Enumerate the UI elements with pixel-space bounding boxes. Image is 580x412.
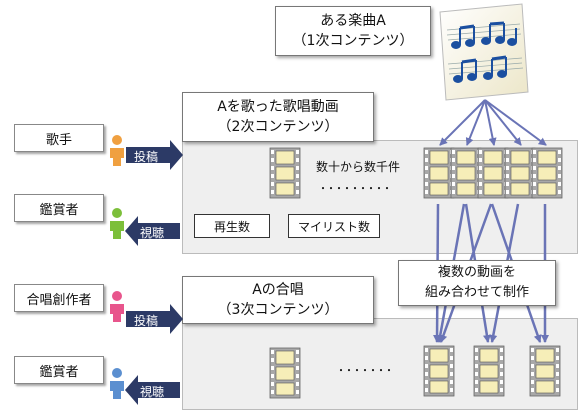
post-label-top: 投稿 [134, 150, 159, 164]
watch-label-top: 視聴 [140, 226, 165, 240]
chorus-title: Aの合唱 [252, 282, 304, 298]
ellipsis-top: ・・・・・・・・・ [318, 184, 392, 195]
singer-person-icon [110, 135, 124, 166]
chorus-title-box: Aの合唱 （3次コンテンツ） [182, 276, 374, 324]
singing-video-subtitle: （2次コンテンツ） [217, 119, 339, 135]
song-title: ある楽曲A [320, 13, 386, 29]
chorus-creator-person-icon [110, 291, 124, 322]
combine-note-box: 複数の動画を 組み合わせて制作 [398, 260, 556, 306]
singing-video-title-box: Aを歌った歌唱動画 （2次コンテンツ） [182, 92, 374, 142]
viewer-label-bottom: 鑑賞者 [14, 356, 104, 384]
viewer-top-person-icon [110, 208, 124, 239]
mylist-count-box: マイリスト数 [288, 214, 380, 238]
viewer-label-top: 鑑賞者 [14, 194, 104, 222]
play-count-box: 再生数 [194, 214, 270, 238]
singer-label: 歌手 [14, 124, 104, 152]
song-subtitle: （1次コンテンツ） [292, 33, 414, 49]
chorus-creator-label: 合唱創作者 [14, 284, 104, 312]
combine-note-line1: 複数の動画を [437, 265, 516, 280]
combine-note-line2: 組み合わせて制作 [424, 285, 529, 300]
song-title-box: ある楽曲A （1次コンテンツ） [275, 6, 431, 56]
viewer-bottom-person-icon [110, 368, 124, 399]
singing-video-title: Aを歌った歌唱動画 [217, 99, 339, 115]
chorus-subtitle: （3次コンテンツ） [217, 302, 339, 318]
post-label-bottom: 投稿 [134, 314, 159, 328]
video-count-range: 数十から数千件 [316, 160, 401, 174]
watch-label-bottom: 視聴 [140, 385, 165, 399]
ellipsis-bottom: ・・・・・・・ [336, 366, 394, 377]
